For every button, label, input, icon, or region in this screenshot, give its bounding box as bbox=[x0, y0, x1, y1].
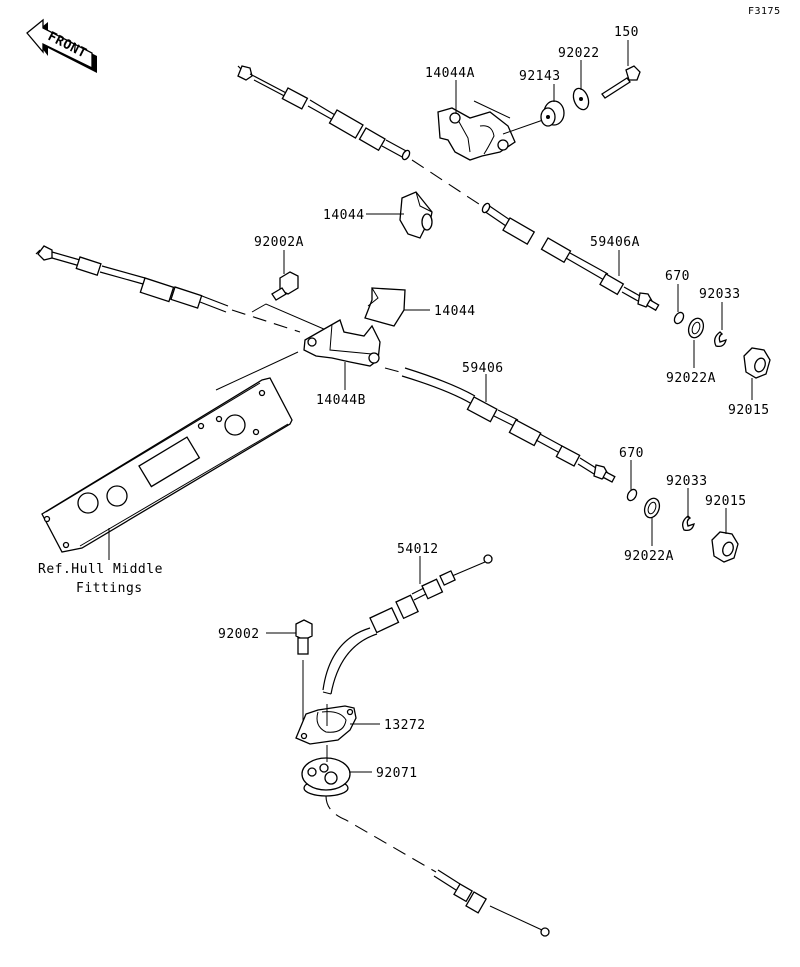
callout-92033-top: 92033 bbox=[699, 287, 741, 302]
callout-92015-bot: 92015 bbox=[705, 494, 747, 509]
callout-92022A-top: 92022A bbox=[666, 371, 716, 386]
callout-14044B: 14044B bbox=[316, 393, 366, 408]
callout-14044-top: 14044 bbox=[323, 208, 365, 223]
callout-92143: 92143 bbox=[519, 69, 561, 84]
nut-92015-top bbox=[743, 347, 771, 379]
oring-670-top bbox=[673, 311, 685, 325]
callout-92022A-bot: 92022A bbox=[624, 549, 674, 564]
bolt-92002a bbox=[251, 271, 341, 337]
callout-59406A: 59406A bbox=[590, 235, 640, 250]
callout-92033-bot: 92033 bbox=[666, 474, 708, 489]
callout-150: 150 bbox=[614, 25, 639, 40]
bolt-150 bbox=[601, 65, 641, 99]
figure-id: F3175 bbox=[748, 6, 781, 17]
callout-13272: 13272 bbox=[384, 718, 426, 733]
callout-14044-mid: 14044 bbox=[434, 304, 476, 319]
callout-92015-top: 92015 bbox=[728, 403, 770, 418]
bracket-14044a bbox=[437, 100, 544, 161]
clip-92033-bot bbox=[682, 515, 695, 532]
callout-59406: 59406 bbox=[462, 361, 504, 376]
cable-59406a bbox=[237, 65, 660, 312]
reference-note-line2: Fittings bbox=[76, 581, 143, 596]
washer-92022a-top bbox=[687, 317, 705, 339]
washer-92022a-bot bbox=[643, 497, 661, 519]
callout-92002A: 92002A bbox=[254, 235, 304, 250]
callout-92071: 92071 bbox=[376, 766, 418, 781]
reference-note-line1: Ref.Hull Middle bbox=[38, 562, 163, 577]
callout-14044A: 14044A bbox=[425, 66, 475, 81]
callout-92022: 92022 bbox=[558, 46, 600, 61]
callout-670-bot: 670 bbox=[619, 446, 644, 461]
cable-54012-lower bbox=[325, 795, 550, 937]
hull-middle-fittings-panel bbox=[41, 351, 299, 553]
grommet-92071 bbox=[301, 745, 351, 797]
bracket-14044b bbox=[303, 319, 381, 367]
clip-92033-top bbox=[714, 331, 727, 348]
front-arrow-icon: FRONT bbox=[26, 18, 97, 73]
callout-54012: 54012 bbox=[397, 542, 439, 557]
callout-670-top: 670 bbox=[665, 269, 690, 284]
collar-92143 bbox=[540, 100, 565, 127]
cable-59406 bbox=[35, 245, 616, 483]
nut-92015-bot bbox=[711, 531, 739, 563]
clamp-14044-mid bbox=[364, 287, 406, 327]
cable-54012 bbox=[322, 554, 493, 695]
clamp-14044-top bbox=[399, 191, 433, 239]
flange-13272 bbox=[295, 704, 357, 745]
oring-670-bot bbox=[626, 488, 638, 502]
callout-92002: 92002 bbox=[218, 627, 260, 642]
washer-92022 bbox=[572, 87, 590, 111]
leader-lines bbox=[108, 40, 753, 773]
